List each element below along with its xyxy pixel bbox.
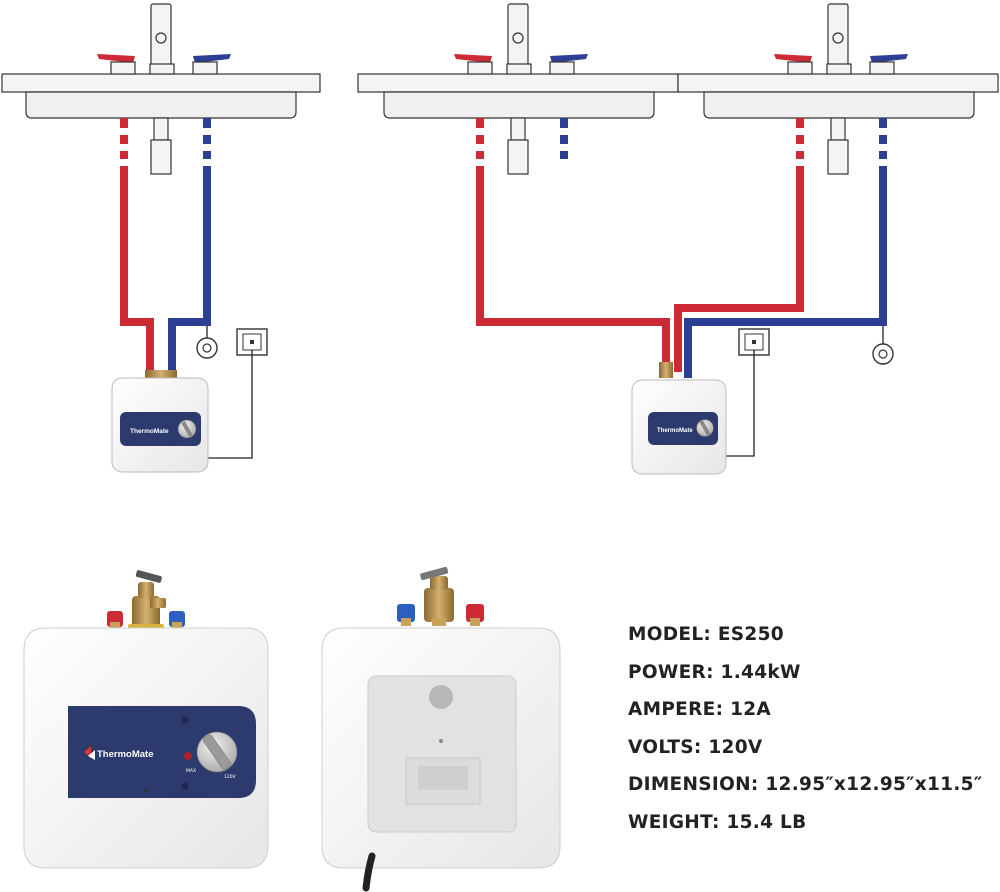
cold-water-line	[560, 118, 887, 378]
dial-max-label: MAX	[186, 768, 196, 774]
cold-handle-icon	[192, 54, 231, 75]
brand-label-small: ThermoMate	[657, 428, 693, 434]
tee-fitting	[659, 362, 673, 378]
logo-icon	[84, 746, 95, 760]
hot-water-line	[120, 118, 154, 378]
brand-label-small: ThermoMate	[130, 428, 169, 435]
power-cord	[362, 852, 376, 892]
drain-pipe	[827, 117, 849, 175]
drain-pipe	[150, 117, 172, 175]
dial-voltage-label: 120V	[224, 774, 237, 780]
sink-left	[1, 73, 321, 119]
cold-inlet	[397, 604, 415, 626]
cold-inlet	[169, 611, 185, 630]
faucet-icon	[506, 3, 532, 75]
heater-back-view	[321, 566, 561, 892]
relief-valve-icon	[420, 566, 454, 626]
cold-handle-icon	[869, 54, 908, 75]
temperature-knob	[196, 731, 238, 773]
hot-inlet	[107, 611, 123, 630]
outlet-icon	[738, 328, 770, 356]
spec-model: MODEL: ES250	[628, 624, 784, 645]
spec-list: MODEL: ES250 POWER: 1.44kW AMPERE: 12A V…	[628, 622, 998, 848]
heater-front-view: ThermoMate MAX 120V	[23, 570, 269, 869]
drain-pipe	[507, 117, 529, 175]
water-heater-small: ThermoMate	[631, 379, 727, 475]
hot-handle-icon	[454, 54, 493, 75]
power-cord	[726, 350, 755, 457]
faucet-icon	[826, 3, 852, 75]
water-heater-small: ThermoMate	[111, 370, 209, 473]
valve-icon	[196, 326, 218, 359]
spec-dimension: DIMENSION: 12.95″x12.95″x11.5″	[628, 774, 983, 796]
control-panel	[68, 706, 256, 798]
mounting-hole	[429, 685, 453, 709]
hot-inlet	[466, 604, 484, 626]
counter-double	[357, 73, 999, 119]
cold-water-line	[168, 118, 211, 378]
spec-weight: WEIGHT: 15.4 LB	[628, 811, 807, 833]
valve-icon	[872, 326, 894, 365]
cold-handle-icon	[549, 54, 588, 75]
indicator-light	[184, 752, 192, 760]
spec-volts: VOLTS: 120V	[628, 736, 763, 758]
single-sink-diagram: ThermoMate	[1, 3, 321, 473]
hot-handle-icon	[774, 54, 813, 75]
hot-water-line	[476, 118, 804, 372]
relief-valve-icon	[128, 570, 166, 630]
brand-label: ThermoMate	[97, 749, 153, 760]
hot-handle-icon	[97, 54, 136, 75]
faucet-icon	[149, 3, 175, 75]
double-sink-diagram: ThermoMate	[357, 3, 999, 475]
spec-ampere: AMPERE: 12A	[628, 699, 772, 721]
spec-power: POWER: 1.44kW	[628, 661, 801, 683]
power-cord	[208, 350, 253, 459]
